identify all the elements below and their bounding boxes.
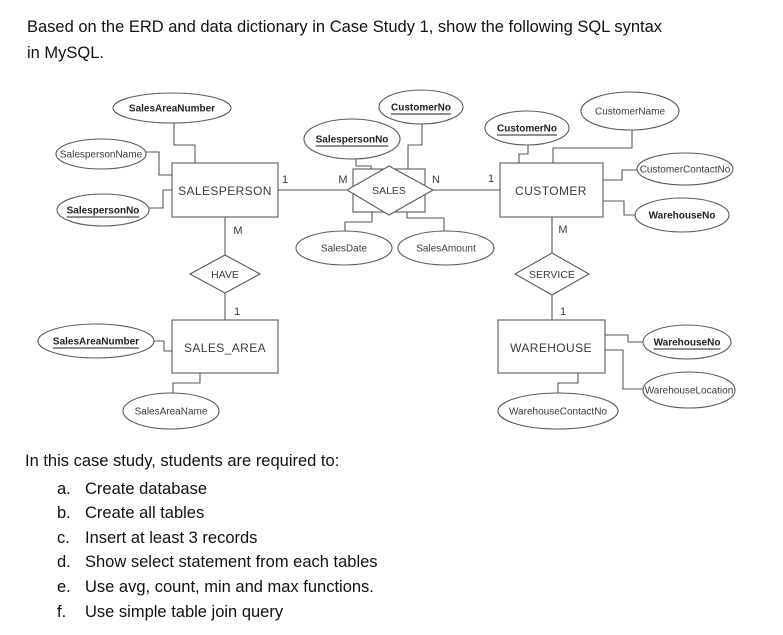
task-letter: f. bbox=[57, 602, 67, 621]
attribute-warehouse-no-customer: WarehouseNo bbox=[634, 197, 730, 233]
task-letter: c. bbox=[57, 528, 70, 547]
task-text: Insert at least 3 records bbox=[85, 528, 258, 547]
attribute-label: WarehouseNo bbox=[654, 338, 721, 349]
attribute-label: CustomerContactNo bbox=[640, 165, 731, 176]
cardinality-salesperson-have: M bbox=[233, 225, 242, 237]
connector-warehouse-contactno bbox=[557, 373, 579, 394]
entity-customer-label: CUSTOMER bbox=[515, 184, 587, 198]
attribute-label: SalesAreaNumber bbox=[129, 104, 215, 115]
task-item-d: d. Show select statement from each table… bbox=[25, 550, 725, 575]
connector-customername-customer bbox=[552, 129, 633, 163]
cardinality-labels: 1 M N 1 M 1 M 1 bbox=[233, 173, 567, 318]
entity-warehouse-label: WAREHOUSE bbox=[510, 341, 592, 355]
attribute-label: CustomerNo bbox=[391, 103, 451, 114]
connector-warehouse-warehouselocation bbox=[605, 349, 644, 390]
cardinality-have-salesarea: 1 bbox=[234, 306, 240, 318]
connector-customer-contactno bbox=[603, 169, 638, 181]
attribute-customer-no-mid: CustomerNo bbox=[378, 89, 464, 125]
attribute-label: SalespersonNo bbox=[316, 135, 389, 146]
attribute-label: SalesDate bbox=[321, 244, 368, 255]
attribute-sales-area-name: SalesAreaName bbox=[122, 392, 220, 430]
question-line-2: in MySQL. bbox=[27, 44, 105, 62]
task-item-a: a. Create database bbox=[25, 477, 725, 502]
relationship-service-label: SERVICE bbox=[529, 269, 575, 281]
attribute-label: WarehouseLocation bbox=[645, 386, 734, 397]
attribute-sales-area-number-top: SalesAreaNumber bbox=[112, 92, 232, 124]
connector-salespersonname-salesperson bbox=[143, 151, 172, 176]
task-item-c: c. Insert at least 3 records bbox=[25, 526, 725, 551]
relationship-sales-label: SALES bbox=[372, 185, 406, 197]
task-text: Create database bbox=[85, 479, 208, 498]
task-text: Show select statement from each tables bbox=[85, 553, 378, 572]
task-text: Use avg, count, min and max functions. bbox=[85, 577, 374, 596]
attribute-warehouse-no-warehouse: WarehouseNo bbox=[642, 324, 732, 360]
relationship-sales: SALES bbox=[345, 165, 435, 216]
attribute-label: CustomerName bbox=[595, 107, 665, 118]
entity-salesperson-label: SALESPERSON bbox=[178, 184, 272, 198]
cardinality-customer-service: M bbox=[558, 224, 567, 236]
cardinality-salesperson-sales: 1 bbox=[282, 174, 288, 186]
task-item-e: e. Use avg, count, min and max functions… bbox=[25, 575, 725, 600]
entity-salesperson: SALESPERSON bbox=[171, 162, 279, 218]
attribute-sales-amount: SalesAmount bbox=[397, 230, 495, 266]
entity-customer: CUSTOMER bbox=[499, 162, 604, 218]
connector-sales-salesamount bbox=[406, 212, 445, 232]
attribute-label: CustomerNo bbox=[497, 124, 557, 135]
task-item-f: f. Use simple table join query bbox=[25, 600, 725, 625]
attribute-sales-date: SalesDate bbox=[295, 230, 393, 266]
attribute-salesperson-name: SalespersonName bbox=[55, 138, 147, 170]
cardinality-sales-m: M bbox=[338, 174, 347, 186]
attribute-label: SalespersonName bbox=[60, 150, 143, 161]
task-item-b: b. Create all tables bbox=[25, 501, 725, 526]
attribute-customer-no-right: CustomerNo bbox=[484, 110, 570, 146]
attribute-label: SalespersonNo bbox=[67, 206, 140, 217]
task-letter: d. bbox=[57, 553, 71, 572]
task-text: Create all tables bbox=[85, 504, 205, 523]
connector-customerno-sales bbox=[407, 124, 423, 170]
connector-salesarea-salesareaname bbox=[172, 373, 201, 394]
relationship-have: HAVE bbox=[188, 254, 262, 294]
connector-customer-warehouseno bbox=[603, 200, 636, 216]
task-letter: e. bbox=[57, 577, 71, 596]
connector-sales-salesdate bbox=[344, 212, 373, 232]
connector-salesareanumber-salesperson bbox=[173, 123, 196, 163]
entity-sales-area-label: SALES_AREA bbox=[184, 341, 266, 355]
question-line-1: Based on the ERD and data dictionary in … bbox=[27, 18, 663, 36]
connector-salespersonno-salesperson bbox=[148, 189, 172, 209]
connector-lines bbox=[143, 123, 644, 394]
attribute-label: SalesAreaName bbox=[135, 407, 208, 418]
attribute-label: WarehouseNo bbox=[649, 211, 716, 222]
relationship-service: SERVICE bbox=[513, 252, 591, 296]
cardinality-customer-sales: 1 bbox=[488, 173, 494, 185]
task-letter: a. bbox=[57, 479, 71, 498]
attribute-salesperson-no-mid: SalespersonNo bbox=[303, 118, 401, 160]
tasks-section: In this case study, students are require… bbox=[25, 449, 725, 624]
erd-diagram: SALESPERSON CUSTOMER SALES_AREA WAREHOUS… bbox=[37, 89, 736, 430]
attribute-salesperson-no-left: SalespersonNo bbox=[56, 193, 150, 227]
attribute-label: SalesAmount bbox=[416, 244, 476, 255]
attribute-warehouse-location: WarehouseLocation bbox=[642, 371, 736, 409]
attribute-customer-contact-no: CustomerContactNo bbox=[636, 152, 734, 186]
task-letter: b. bbox=[57, 504, 71, 523]
relationship-have-label: HAVE bbox=[211, 269, 239, 281]
connector-customerno-customer bbox=[518, 145, 529, 163]
attribute-label: SalesAreaNumber bbox=[53, 337, 139, 348]
attribute-customer-name: CustomerName bbox=[580, 91, 680, 131]
attribute-label: WarehouseContactNo bbox=[509, 407, 607, 418]
entity-warehouse: WAREHOUSE bbox=[497, 319, 606, 374]
cardinality-sales-n: N bbox=[432, 174, 440, 186]
tasks-intro: In this case study, students are require… bbox=[25, 452, 340, 470]
task-list: a. Create database b. Create all tables … bbox=[25, 477, 725, 625]
attribute-warehouse-contact-no: WarehouseContactNo bbox=[497, 392, 619, 430]
entity-sales-area: SALES_AREA bbox=[171, 319, 279, 374]
task-text: Use simple table join query bbox=[85, 602, 284, 621]
attribute-sales-area-number-bottom: SalesAreaNumber bbox=[37, 323, 155, 359]
connector-salesareanumber-salesarea bbox=[153, 340, 172, 352]
connector-warehouse-warehouseno bbox=[605, 334, 644, 343]
question-text: Based on the ERD and data dictionary in … bbox=[27, 14, 767, 66]
connector-salespersonno-sales bbox=[355, 159, 372, 170]
cardinality-service-warehouse: 1 bbox=[560, 306, 566, 318]
